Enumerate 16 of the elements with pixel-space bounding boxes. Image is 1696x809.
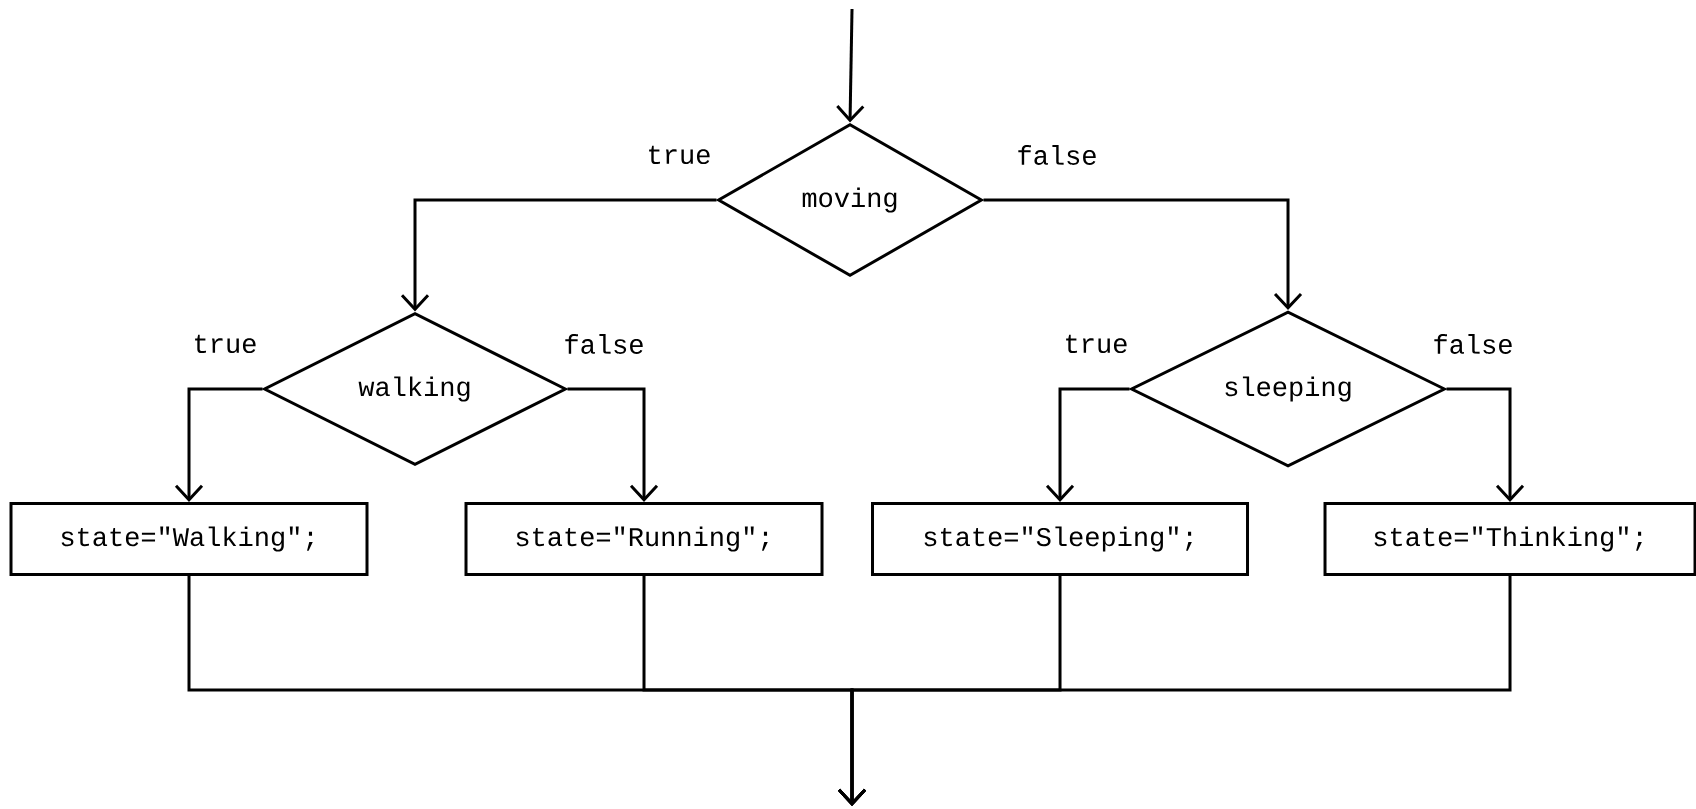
process-box: state="Running"; [464,502,824,576]
arrow [1446,387,1525,502]
edge-label: true [1061,332,1131,356]
process-box: state="Thinking"; [1323,502,1696,576]
edge-label: false [1014,143,1100,167]
arrow [400,198,717,312]
arrow [1045,387,1130,502]
arrow [567,387,659,502]
edge-label: true [190,332,260,356]
arrow [837,576,1512,806]
process-box: state="Walking"; [9,502,369,576]
process-box: state="Sleeping"; [871,502,1249,576]
arrow [836,8,865,123]
edge-label: true [644,143,714,167]
arrow [174,387,263,502]
arrow [983,198,1303,311]
